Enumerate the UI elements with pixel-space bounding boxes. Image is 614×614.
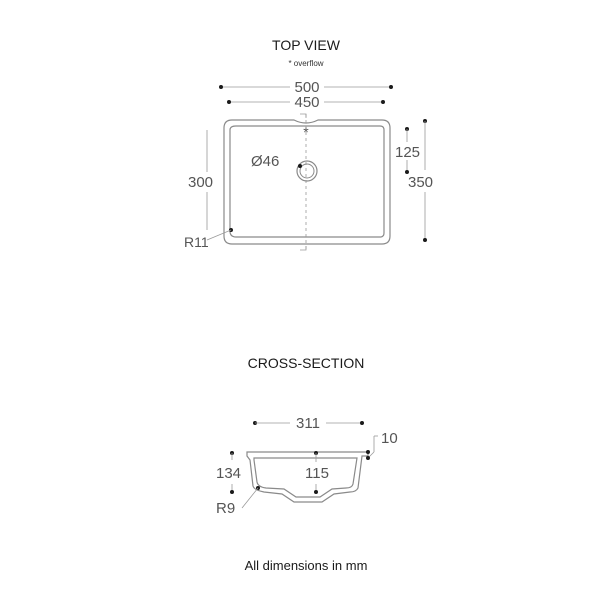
bowl-radius-label: R9 xyxy=(216,500,235,517)
dim-height-label: 134 xyxy=(216,465,241,482)
overflow-note: * overflow xyxy=(288,59,323,68)
corner-radius: R11 xyxy=(184,228,233,250)
basin-inner-outline xyxy=(229,125,385,238)
dim-drain-offset: 125 xyxy=(395,127,420,174)
cross-section-title: CROSS-SECTION xyxy=(248,355,365,371)
dim-bowl-depth: 115 xyxy=(305,451,329,494)
top-view-title: TOP VIEW xyxy=(272,37,341,53)
dim-width-outer: 500 xyxy=(219,79,393,96)
dim-width-inner-label: 450 xyxy=(294,94,319,111)
dim-rim: 10 xyxy=(366,430,398,460)
dim-height: 134 xyxy=(216,451,241,494)
bowl-radius: R9 xyxy=(216,486,260,517)
drain-diameter-label: Ø46 xyxy=(251,153,279,170)
dim-top-width-label: 311 xyxy=(296,415,320,432)
dim-width-inner: 450 xyxy=(227,94,385,111)
corner-radius-label: R11 xyxy=(184,234,209,250)
basin-profile-inner xyxy=(253,457,358,498)
basin-profile xyxy=(246,451,369,503)
dim-width-outer-label: 500 xyxy=(294,79,319,96)
dim-depth-outer-label: 350 xyxy=(408,174,433,191)
section-arrow-bottom xyxy=(300,246,307,251)
dim-rim-label: 10 xyxy=(381,430,398,447)
units-note: All dimensions in mm xyxy=(245,558,368,573)
drain: Ø46 xyxy=(251,153,318,182)
dim-bowl-depth-label: 115 xyxy=(305,465,329,482)
overflow-marker: * xyxy=(303,124,309,140)
dim-drain-offset-label: 125 xyxy=(395,144,420,161)
dim-depth-outer: 350 xyxy=(408,119,433,242)
basin-outer-outline xyxy=(223,119,391,245)
dim-depth-inner: 300 xyxy=(188,130,213,230)
section-arrow-top xyxy=(300,113,307,118)
dim-top-width: 311 xyxy=(253,415,364,432)
dim-depth-inner-label: 300 xyxy=(188,174,213,191)
